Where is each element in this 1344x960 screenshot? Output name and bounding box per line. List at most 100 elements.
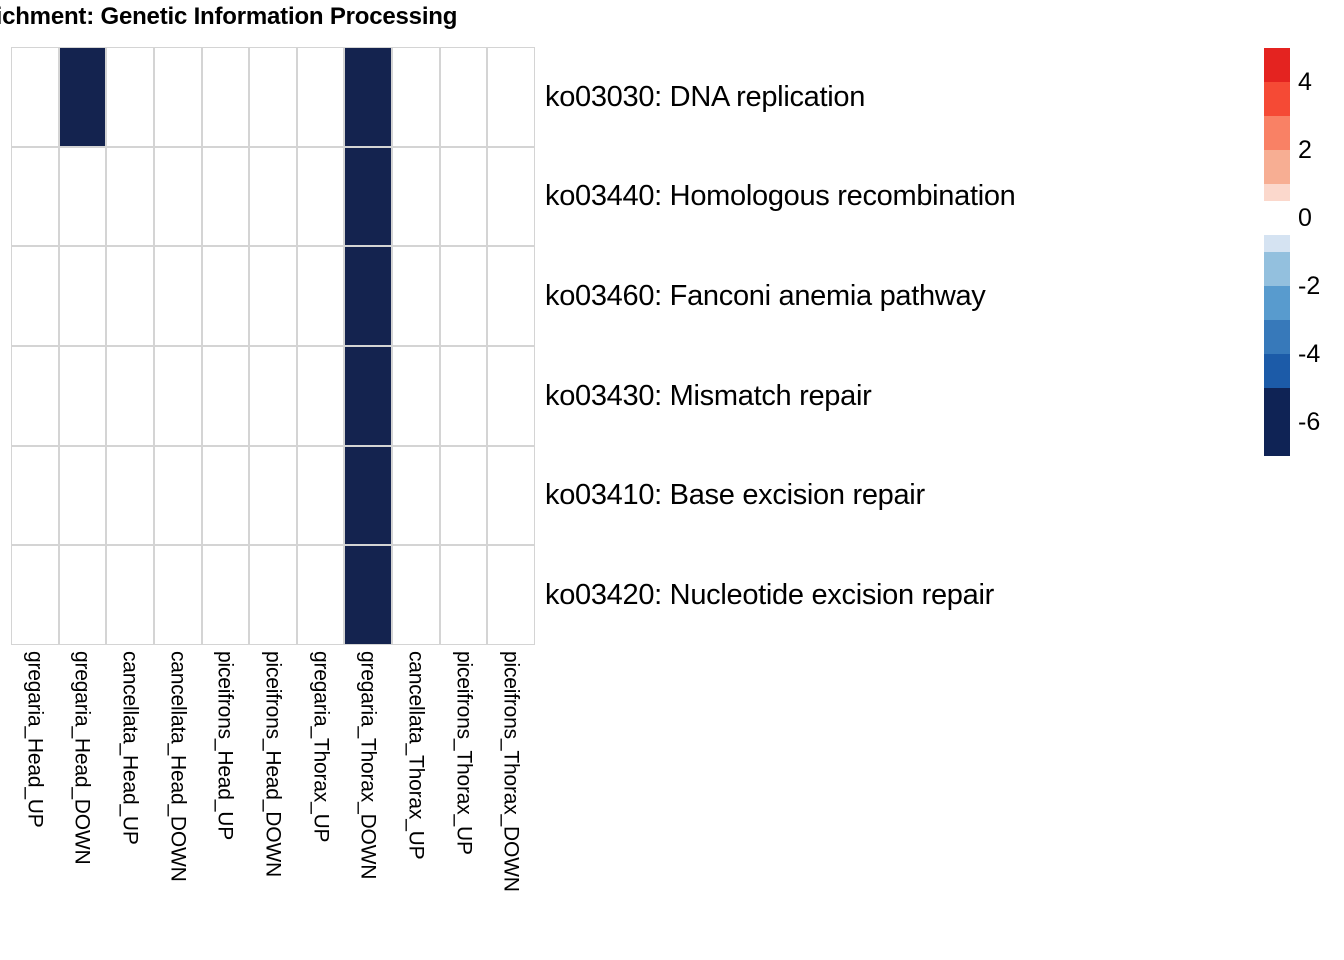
column-label: gregaria_Head_DOWN	[70, 651, 94, 865]
heatmap-cell	[11, 345, 59, 446]
colorbar-band	[1264, 252, 1290, 286]
heatmap-cell	[344, 47, 393, 147]
heatmap-cell	[11, 47, 59, 147]
heatmap-cell	[106, 246, 154, 346]
heatmap-cell	[249, 146, 297, 247]
heatmap-cell	[439, 345, 488, 446]
row-label: ko03410: Base excision repair	[545, 479, 925, 512]
column-label-cell: cancellata_Thorax_UP	[392, 651, 440, 951]
heatmap-cell	[487, 345, 535, 446]
column-label-cell: piceifrons_Thorax_DOWN	[487, 651, 535, 951]
heatmap-cell	[439, 545, 488, 645]
page-title: nrichment: Genetic Information Processin…	[0, 3, 458, 30]
heatmap-cell	[439, 246, 488, 346]
heatmap-cell	[249, 47, 297, 147]
colorbar-band	[1264, 82, 1290, 116]
heatmap-cell	[58, 146, 107, 247]
heatmap-cell	[296, 47, 345, 147]
column-label-cell: piceifrons_Head_DOWN	[249, 651, 297, 951]
heatmap-cell	[153, 345, 202, 446]
heatmap-cell	[487, 545, 535, 645]
heatmap-cell	[11, 246, 59, 346]
heatmap-cell	[392, 345, 440, 446]
column-label-cell: piceifrons_Head_UP	[202, 651, 250, 951]
heatmap-cell	[201, 47, 250, 147]
colorbar-band	[1264, 201, 1290, 235]
heatmap-cell	[487, 246, 535, 346]
heatmap-cell	[58, 445, 107, 546]
heatmap-cell	[392, 545, 440, 645]
row-label: ko03030: DNA replication	[545, 80, 866, 113]
heatmap-cell	[58, 545, 107, 645]
heatmap-cell	[296, 345, 345, 446]
heatmap-cell	[106, 545, 154, 645]
heatmap-cell	[344, 445, 393, 546]
colorbar-legend	[1264, 48, 1290, 456]
colorbar-band	[1264, 184, 1290, 201]
heatmap-cell	[439, 445, 488, 546]
row-label: ko03460: Fanconi anemia pathway	[545, 280, 986, 313]
heatmap-cell	[487, 146, 535, 247]
column-label: gregaria_Thorax_DOWN	[356, 651, 380, 880]
heatmap-cell	[106, 345, 154, 446]
heatmap-cell	[153, 47, 202, 147]
colorbar-band	[1264, 388, 1290, 456]
heatmap-cell	[249, 545, 297, 645]
heatmap-cell	[201, 146, 250, 247]
column-label-cell: gregaria_Thorax_DOWN	[344, 651, 392, 951]
heatmap-cell	[487, 445, 535, 546]
column-label-cell: gregaria_Thorax_UP	[297, 651, 345, 951]
heatmap-cell	[296, 445, 345, 546]
colorbar-tick-label: -4	[1298, 340, 1321, 368]
column-label-cell: gregaria_Head_DOWN	[59, 651, 107, 951]
colorbar-tick-labels: 4 2 0 -2 -4 -6	[1298, 48, 1342, 456]
heatmap-cell	[201, 345, 250, 446]
colorbar-tick-label: -6	[1298, 408, 1321, 436]
heatmap-cell	[296, 246, 345, 346]
colorbar-band	[1264, 48, 1290, 82]
heatmap-cell	[153, 545, 202, 645]
heatmap-cell	[58, 246, 107, 346]
column-label: piceifrons_Head_DOWN	[261, 651, 285, 877]
colorbar-band	[1264, 320, 1290, 354]
colorbar-band	[1264, 116, 1290, 150]
heatmap-cell	[392, 246, 440, 346]
heatmap-cell	[344, 345, 393, 446]
heatmap-cell	[106, 146, 154, 247]
colorbar-band	[1264, 150, 1290, 184]
heatmap-cell	[249, 345, 297, 446]
heatmap-cell	[249, 246, 297, 346]
heatmap-cell	[58, 345, 107, 446]
colorbar-tick-label: 0	[1298, 204, 1312, 232]
colorbar-band	[1264, 235, 1290, 252]
colorbar-tick-label: -2	[1298, 272, 1321, 300]
row-label: ko03420: Nucleotide excision repair	[545, 579, 994, 612]
heatmap-cell	[153, 146, 202, 247]
column-label-cell: gregaria_Head_UP	[11, 651, 59, 951]
colorbar-tick-label: 4	[1298, 68, 1312, 96]
heatmap-cell	[344, 545, 393, 645]
heatmap-cell	[392, 445, 440, 546]
heatmap-cell	[344, 246, 393, 346]
heatmap-cell	[201, 246, 250, 346]
heatmap-cell	[153, 445, 202, 546]
column-label-cell: cancellata_Head_UP	[106, 651, 154, 951]
heatmap-cell	[201, 545, 250, 645]
row-label: ko03440: Homologous recombination	[545, 180, 1016, 213]
heatmap-cell	[11, 545, 59, 645]
column-label: cancellata_Head_DOWN	[166, 651, 190, 882]
heatmap-cell	[439, 146, 488, 247]
column-label: piceifrons_Head_UP	[213, 651, 237, 841]
column-label: gregaria_Thorax_UP	[309, 651, 333, 843]
column-label: piceifrons_Thorax_DOWN	[499, 651, 523, 892]
heatmap-cell	[392, 47, 440, 147]
heatmap-cell	[487, 47, 535, 147]
heatmap-cell	[106, 445, 154, 546]
column-label: piceifrons_Thorax_UP	[452, 651, 476, 855]
heatmap-cell	[11, 146, 59, 247]
colorbar-tick-label: 2	[1298, 136, 1312, 164]
heatmap-cell	[296, 146, 345, 247]
heatmap-cell	[344, 146, 393, 247]
column-label: cancellata_Thorax_UP	[404, 651, 428, 860]
heatmap-cell	[106, 47, 154, 147]
